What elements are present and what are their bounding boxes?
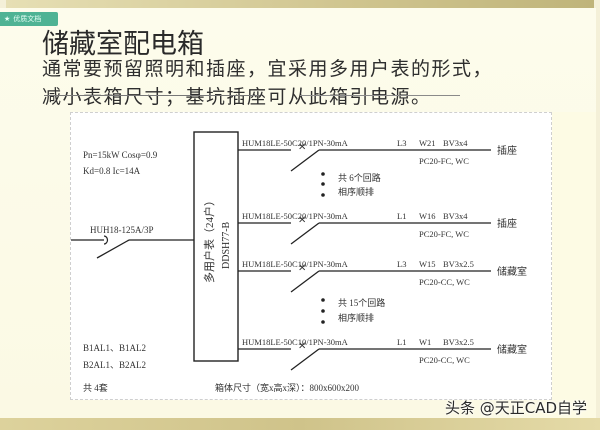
distribution-schematic: Pn=15kW Cosφ=0.9 Kd=0.8 Ic=14A HUH18-125… [71, 131, 527, 393]
group-count-label: 共 15个回路 [338, 297, 385, 308]
circuit-row: HUM18LE-50C10/1PN-30mA ✕ L1 W1 BV3x2.5 P… [238, 337, 527, 371]
switch-blade-icon [96, 239, 130, 259]
set-count-label: 共 4套 [83, 382, 108, 393]
slide-top-border [6, 0, 594, 8]
phase-label: L1 [397, 211, 406, 221]
breaker-x-icon: ✕ [298, 341, 306, 352]
slide-title: 储藏室配电箱 [42, 29, 204, 60]
slide-bottom-border [0, 418, 600, 430]
circuit-id-label: W1 [419, 337, 431, 347]
box-dimensions-label: 箱体尺寸（宽x高x深）：800x600x200 [215, 382, 360, 393]
circuit-breaker-label: HUM18LE-50C10/1PN-30mA [242, 259, 349, 269]
group-order-label: 相序顺排 [338, 312, 374, 323]
description-line-2: 减小表箱尺寸；基坑插座可从此箱引电源。 [42, 86, 432, 108]
phase-label: L3 [397, 259, 406, 269]
breaker-x-icon: ✕ [298, 142, 306, 153]
circuit-breaker-label: HUM18LE-50C10/1PN-30mA [242, 337, 349, 347]
circuit-row: HUM18LE-50C10/1PN-30mA ✕ L3 W15 BV3x2.5 … [238, 259, 527, 293]
circuit-id-label: W16 [419, 211, 436, 221]
description-line-1: 通常要预留照明和插座，宜采用多用户表的形式， [42, 58, 494, 80]
meter-model-label: DDSH77-B [221, 221, 232, 269]
ellipsis-dot-icon [321, 298, 325, 302]
box-id-line-2: B2AL1、B2AL2 [83, 360, 146, 370]
ellipsis-dot-icon [321, 309, 325, 313]
power-params-line-1: Pn=15kW Cosφ=0.9 [83, 150, 158, 160]
quality-doc-badge: ★优质文档 [0, 12, 58, 26]
conduit-label: PC20-FC, WC [419, 229, 469, 239]
underline-mark [44, 95, 260, 96]
conduit-label: PC20-CC, WC [419, 355, 470, 365]
group-count-label: 共 6个回路 [338, 172, 381, 183]
watermark: 头条 @天正CAD自学 [445, 399, 588, 417]
badge-label: 优质文档 [13, 15, 42, 23]
cable-spec-label: BV3x2.5 [443, 337, 474, 347]
load-label: 插座 [497, 144, 517, 157]
ellipsis-dot-icon [321, 182, 325, 186]
star-icon: ★ [4, 15, 11, 23]
cable-spec-label: BV3x4 [443, 138, 468, 148]
ellipsis-dot-icon [321, 320, 325, 324]
breaker-x-icon: ✕ [298, 263, 306, 274]
ellipsis-dot-icon [321, 193, 325, 197]
underline-mark [300, 95, 460, 96]
circuit-id-label: W21 [419, 138, 436, 148]
load-label: 插座 [497, 217, 517, 230]
circuit-breaker-label: HUM18LE-50C20/1PN-30mA [242, 211, 349, 221]
box-id-line-1: B1AL1、B1AL2 [83, 343, 146, 353]
multi-user-meter-box [193, 131, 239, 362]
phase-label: L3 [397, 138, 406, 148]
power-params-line-2: Kd=0.8 Ic=14A [83, 166, 141, 176]
phase-label: L1 [397, 337, 406, 347]
main-breaker-label: HUH18-125A/3P [90, 225, 154, 235]
meter-box-label: 多用户表（24户） [202, 195, 216, 283]
breaker-x-icon: ✕ [298, 215, 306, 226]
breaker-contact-icon [103, 235, 109, 245]
circuit-breaker-label: HUM18LE-50C20/1PN-30mA [242, 138, 349, 148]
cable-spec-label: BV3x4 [443, 211, 468, 221]
wiring-diagram: Pn=15kW Cosφ=0.9 Kd=0.8 Ic=14A HUH18-125… [70, 112, 552, 400]
circuit-row: HUM18LE-50C20/1PN-30mA ✕ L1 W16 BV3x4 PC… [238, 211, 517, 245]
ellipsis-dot-icon [321, 172, 325, 176]
cable-spec-label: BV3x2.5 [443, 259, 474, 269]
conduit-label: PC20-CC, WC [419, 277, 470, 287]
circuit-row: HUM18LE-50C20/1PN-30mA ✕ L3 W21 BV3x4 PC… [238, 138, 517, 172]
group-order-label: 相序顺排 [338, 186, 374, 197]
load-label: 储藏室 [497, 265, 527, 278]
conduit-label: PC20-FC, WC [419, 156, 469, 166]
circuit-id-label: W15 [419, 259, 436, 269]
load-label: 储藏室 [497, 343, 527, 356]
